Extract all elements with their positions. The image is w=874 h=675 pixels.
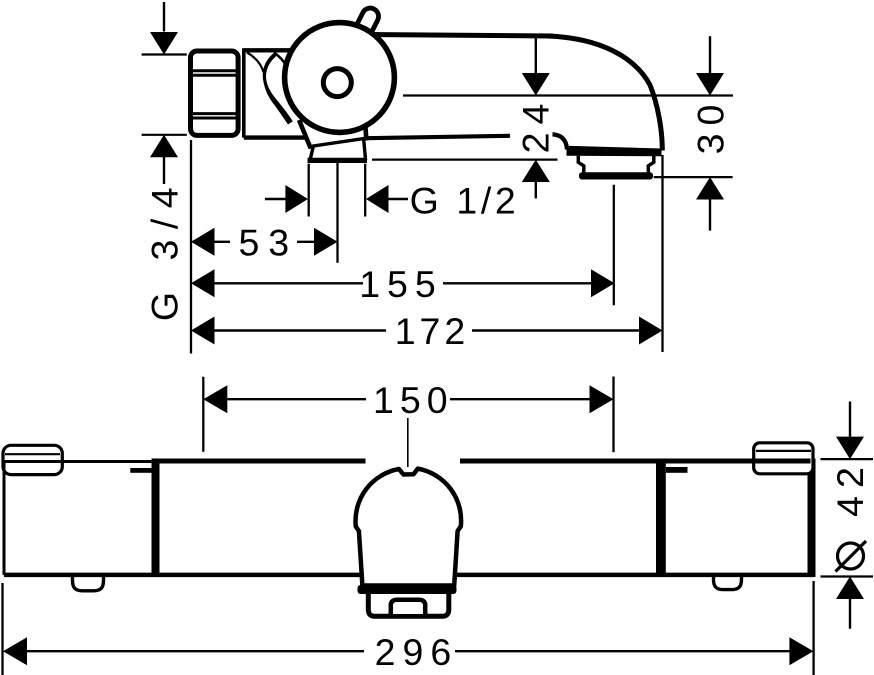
svg-text:296: 296 xyxy=(375,631,459,673)
svg-text:172: 172 xyxy=(395,310,470,352)
svg-text:155: 155 xyxy=(359,263,443,305)
svg-text:150: 150 xyxy=(373,379,454,421)
svg-text:42: 42 xyxy=(829,459,871,517)
svg-text:53: 53 xyxy=(238,221,298,263)
svg-text:G 1/2: G 1/2 xyxy=(410,180,520,222)
svg-text:24: 24 xyxy=(515,96,557,154)
svg-text:G 3/4: G 3/4 xyxy=(144,177,186,321)
svg-text:30: 30 xyxy=(690,97,732,155)
